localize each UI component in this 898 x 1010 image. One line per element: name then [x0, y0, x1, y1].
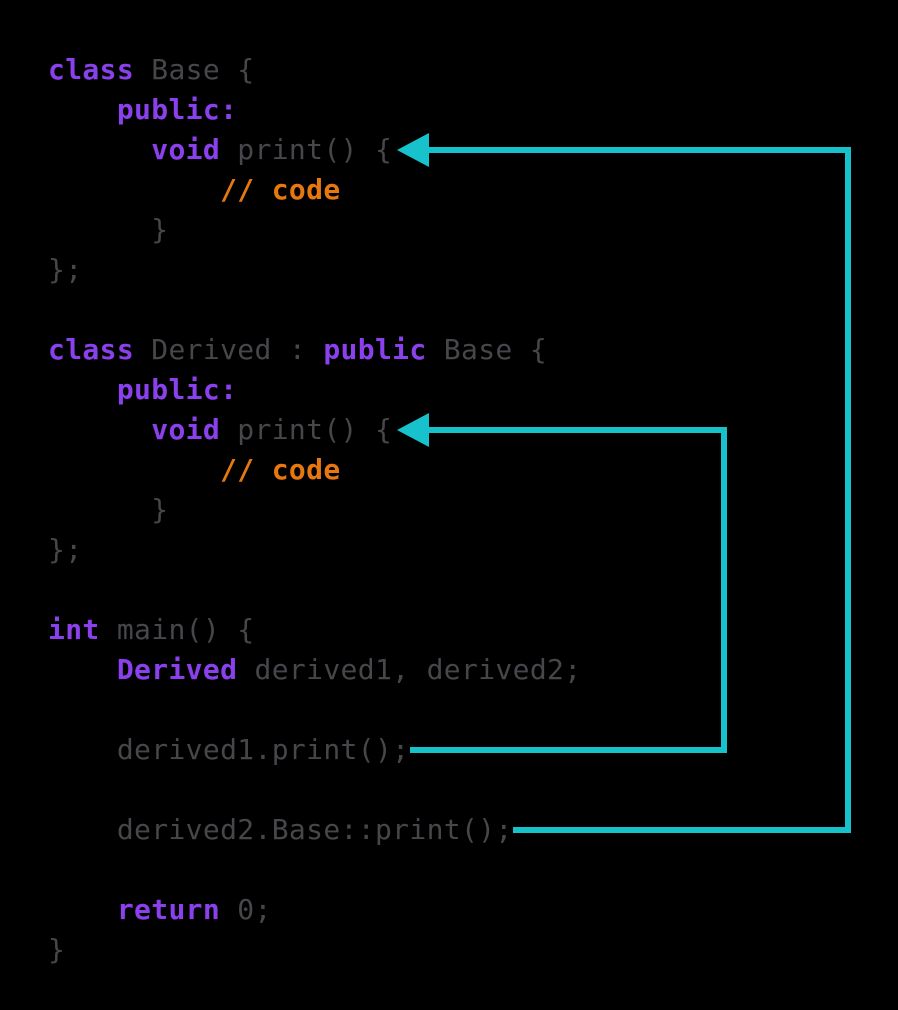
code-token: [48, 413, 151, 446]
code-line: public:: [48, 370, 581, 410]
code-token: void: [151, 133, 221, 166]
code-block: class Base { public: void print() { // c…: [48, 50, 581, 970]
code-token: Derived: [116, 653, 238, 686]
code-token: [48, 453, 220, 486]
code-line: [48, 570, 581, 610]
code-line: };: [48, 250, 581, 290]
code-token: // code: [220, 173, 341, 206]
code-token: [48, 173, 220, 206]
code-token: [48, 653, 117, 686]
code-token: int: [48, 613, 100, 646]
code-line: }: [48, 210, 581, 250]
code-token: [48, 93, 117, 126]
code-token: };: [48, 533, 83, 566]
code-token: public:: [116, 373, 238, 406]
code-line: int main() {: [48, 610, 581, 650]
code-token: main() {: [99, 613, 255, 646]
code-line: // code: [48, 450, 581, 490]
code-token: derived1, derived2;: [237, 653, 582, 686]
code-token: }: [48, 933, 66, 966]
code-token: 0;: [220, 893, 272, 926]
code-token: public: [323, 333, 427, 366]
code-token: print() {: [220, 413, 393, 446]
code-line: }: [48, 490, 581, 530]
code-line: class Base {: [48, 50, 581, 90]
code-line: // code: [48, 170, 581, 210]
code-token: void: [151, 413, 221, 446]
code-token: Base {: [134, 53, 255, 86]
code-token: class: [48, 333, 135, 366]
code-token: [48, 133, 151, 166]
code-line: [48, 850, 581, 890]
code-token: public:: [116, 93, 238, 126]
code-token: [48, 893, 117, 926]
code-token: print() {: [220, 133, 393, 166]
code-token: Base {: [426, 333, 548, 366]
code-line: }: [48, 930, 581, 970]
code-line: derived1.print();: [48, 730, 581, 770]
code-line: class Derived : public Base {: [48, 330, 581, 370]
code-line: };: [48, 530, 581, 570]
code-token: [48, 373, 117, 406]
code-token: };: [48, 253, 83, 286]
code-token: }: [48, 493, 169, 526]
code-line: void print() {: [48, 130, 581, 170]
code-line: return 0;: [48, 890, 581, 930]
code-line: public:: [48, 90, 581, 130]
code-token: derived1.print();: [48, 733, 410, 766]
code-token: Derived :: [134, 333, 324, 366]
code-token: return: [116, 893, 221, 926]
code-line: [48, 290, 581, 330]
code-line: [48, 690, 581, 730]
code-line: derived2.Base::print();: [48, 810, 581, 850]
code-line: void print() {: [48, 410, 581, 450]
code-line: [48, 770, 581, 810]
code-token: // code: [220, 453, 341, 486]
code-line: Derived derived1, derived2;: [48, 650, 581, 690]
code-token: }: [48, 213, 169, 246]
code-token: class: [48, 53, 135, 86]
code-token: derived2.Base::print();: [48, 813, 513, 846]
